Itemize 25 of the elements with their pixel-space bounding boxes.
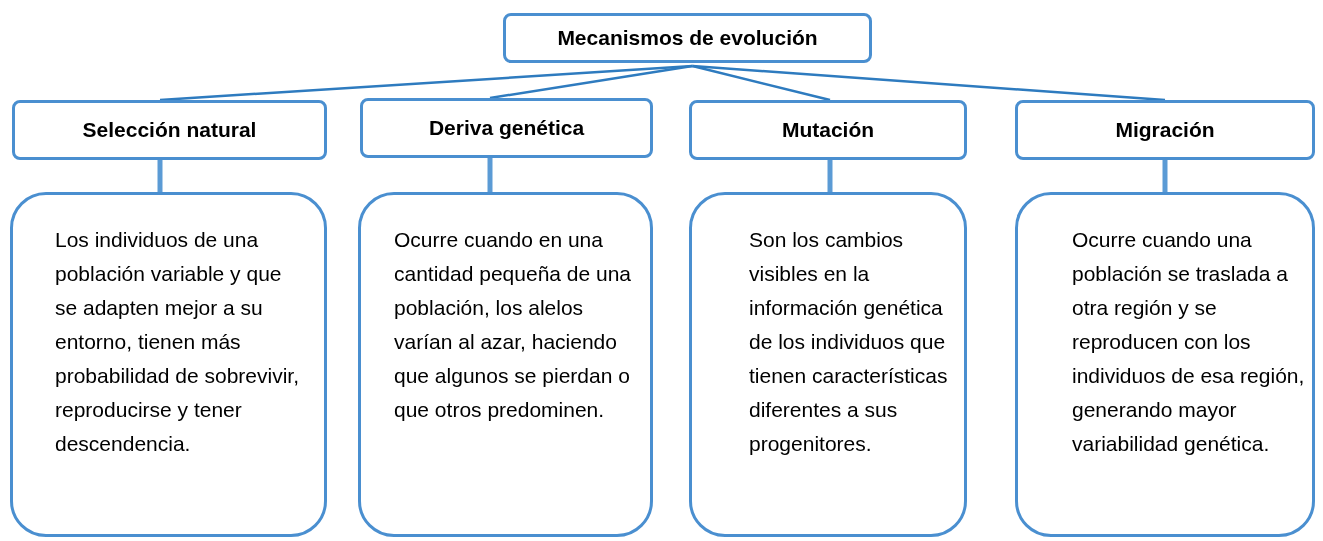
connector-line xyxy=(489,64,693,100)
description-text: Ocurre cuando en una cantidad pequeña de una población, los alelos varían al azar, haciendo que algunos se pierdan o que otros predominen. xyxy=(394,227,633,423)
description-box xyxy=(10,192,327,537)
heading-text: Mutación xyxy=(781,117,875,144)
connector-line xyxy=(1162,160,1168,192)
connector-line xyxy=(157,160,163,192)
description-text: Los individuos de una población variable y que se adapten mejor a su entorno, tienen más probabilidad de sobrevivir, reproducirse y tener descendencia. xyxy=(55,227,300,457)
heading-text: Migración xyxy=(1115,117,1215,144)
description-box xyxy=(1015,192,1315,537)
connector-line xyxy=(692,64,1166,102)
connector-line xyxy=(487,158,493,192)
connector-line xyxy=(692,64,831,102)
title-box xyxy=(503,13,872,63)
category-box xyxy=(689,100,967,160)
heading-text: Deriva genética xyxy=(428,115,585,142)
description-box xyxy=(358,192,653,537)
connector-line xyxy=(827,160,833,192)
category-box xyxy=(360,98,653,158)
description-text: Ocurre cuando una población se traslada a otra región y se reproducen con los individuos de esa región, generando mayor variabilidad genética. xyxy=(1072,227,1306,457)
description-text: Son los cambios visibles en la información genética de los individuos que tienen características diferentes a sus progenitores. xyxy=(749,227,949,457)
category-box xyxy=(1015,100,1315,160)
heading-text: Selección natural xyxy=(82,117,257,144)
category-box xyxy=(12,100,327,160)
heading-text: Mecanismos de evolución xyxy=(557,25,818,52)
description-box xyxy=(689,192,967,537)
